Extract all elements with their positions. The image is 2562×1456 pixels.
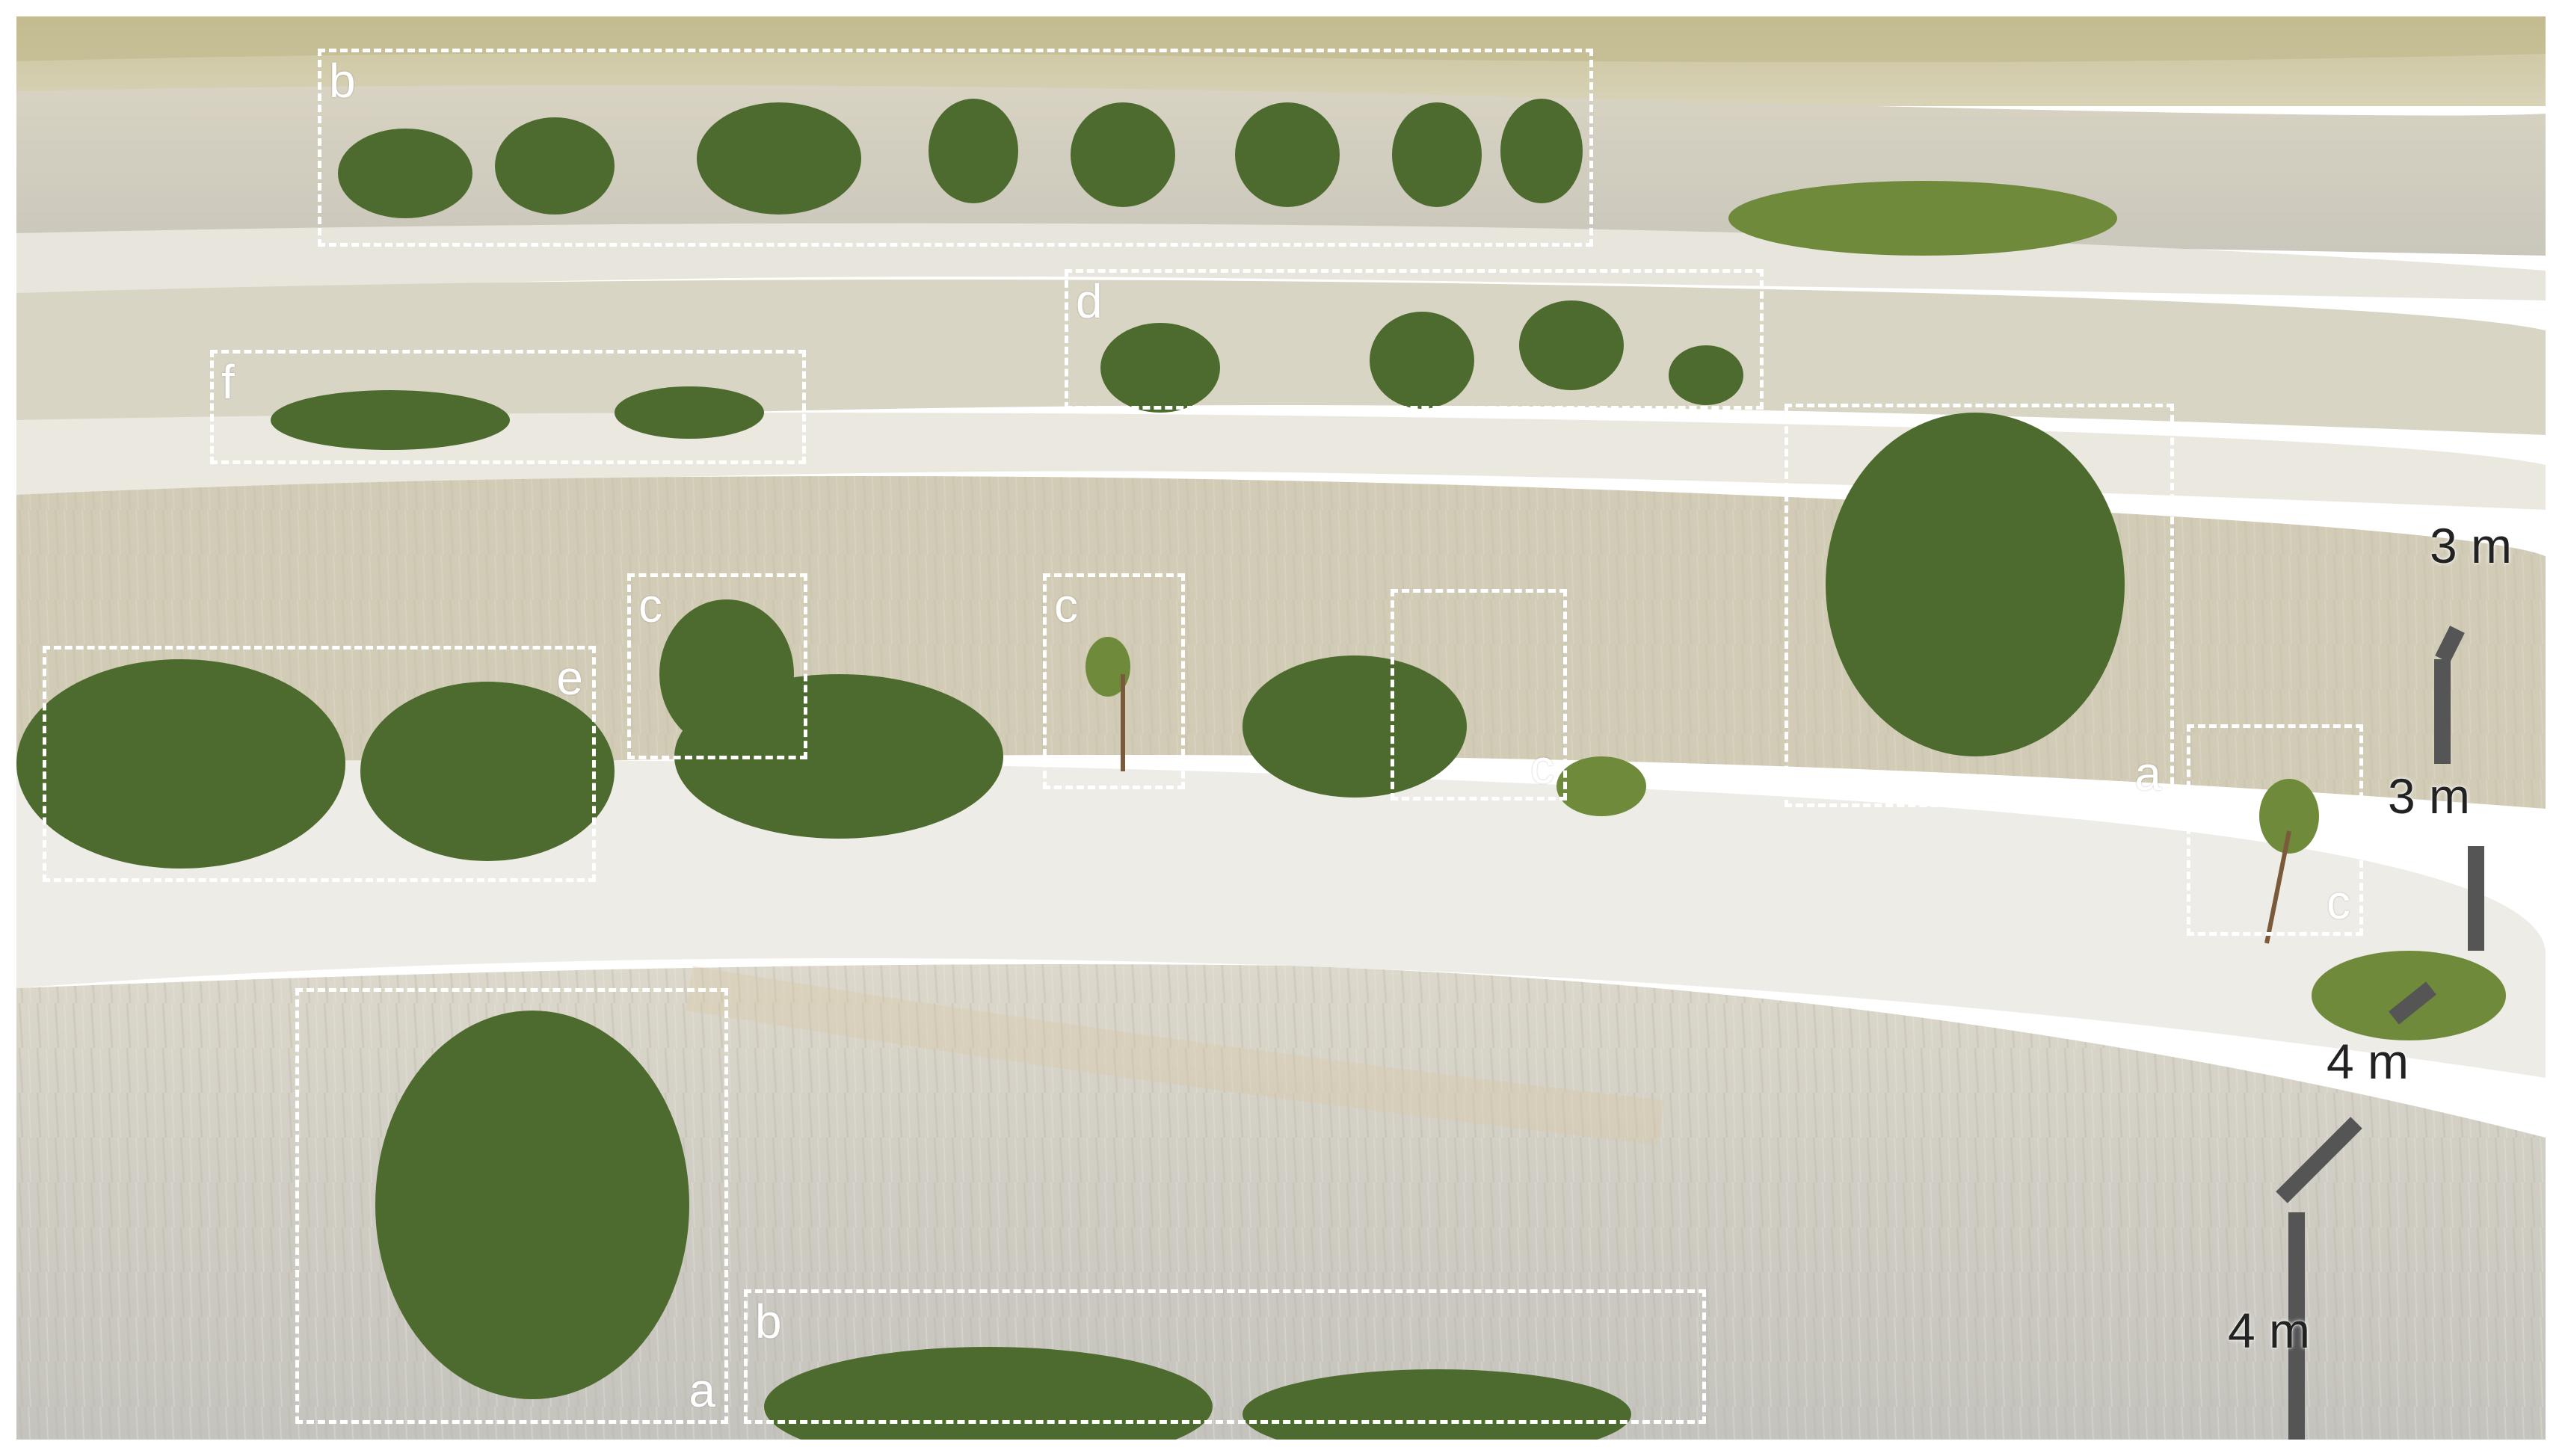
scale-label-4m-upper: 4 m <box>2327 1034 2409 1089</box>
annotation-box-c4: c <box>2187 724 2363 936</box>
quarry-scene <box>16 16 2546 1440</box>
scale-label-3m-upper: 3 m <box>2430 518 2513 573</box>
annotation-box-f: f <box>210 350 806 464</box>
annotation-box-c2: c <box>1043 573 1185 789</box>
box-label-c2: c <box>1054 579 1078 632</box>
box-label-c3: c <box>1530 740 1554 794</box>
annotation-box-d: d <box>1065 269 1764 410</box>
box-label-b-bottom: b <box>755 1295 782 1348</box>
annotation-box-a-right: a <box>1785 404 2174 807</box>
box-label-f: f <box>221 355 235 409</box>
annotation-box-a-bottom: a <box>295 988 728 1424</box>
annotation-box-b-bottom: b <box>744 1289 1706 1424</box>
box-label-c4: c <box>2327 875 2350 929</box>
scale-label-4m-lower: 4 m <box>2228 1303 2311 1358</box>
box-label-a-bottom: a <box>689 1363 715 1417</box>
annotation-box-b-top: b <box>318 49 1593 247</box>
annotation-box-e: e <box>43 646 596 882</box>
box-label-a-right: a <box>2134 747 2161 801</box>
quarry-terraces-photo: b d f a e c c c c a b 3 m 3 m 4 m 4 m <box>16 16 2546 1440</box>
box-label-b-top: b <box>329 54 356 108</box>
box-label-e: e <box>556 651 583 705</box>
scale-label-3m-lower: 3 m <box>2388 768 2471 824</box>
annotation-box-c1: c <box>627 573 807 759</box>
scale-bar <box>2276 626 2484 1440</box>
annotation-box-c3: c <box>1391 589 1567 801</box>
box-label-d: d <box>1076 274 1103 328</box>
box-label-c1: c <box>638 579 662 632</box>
